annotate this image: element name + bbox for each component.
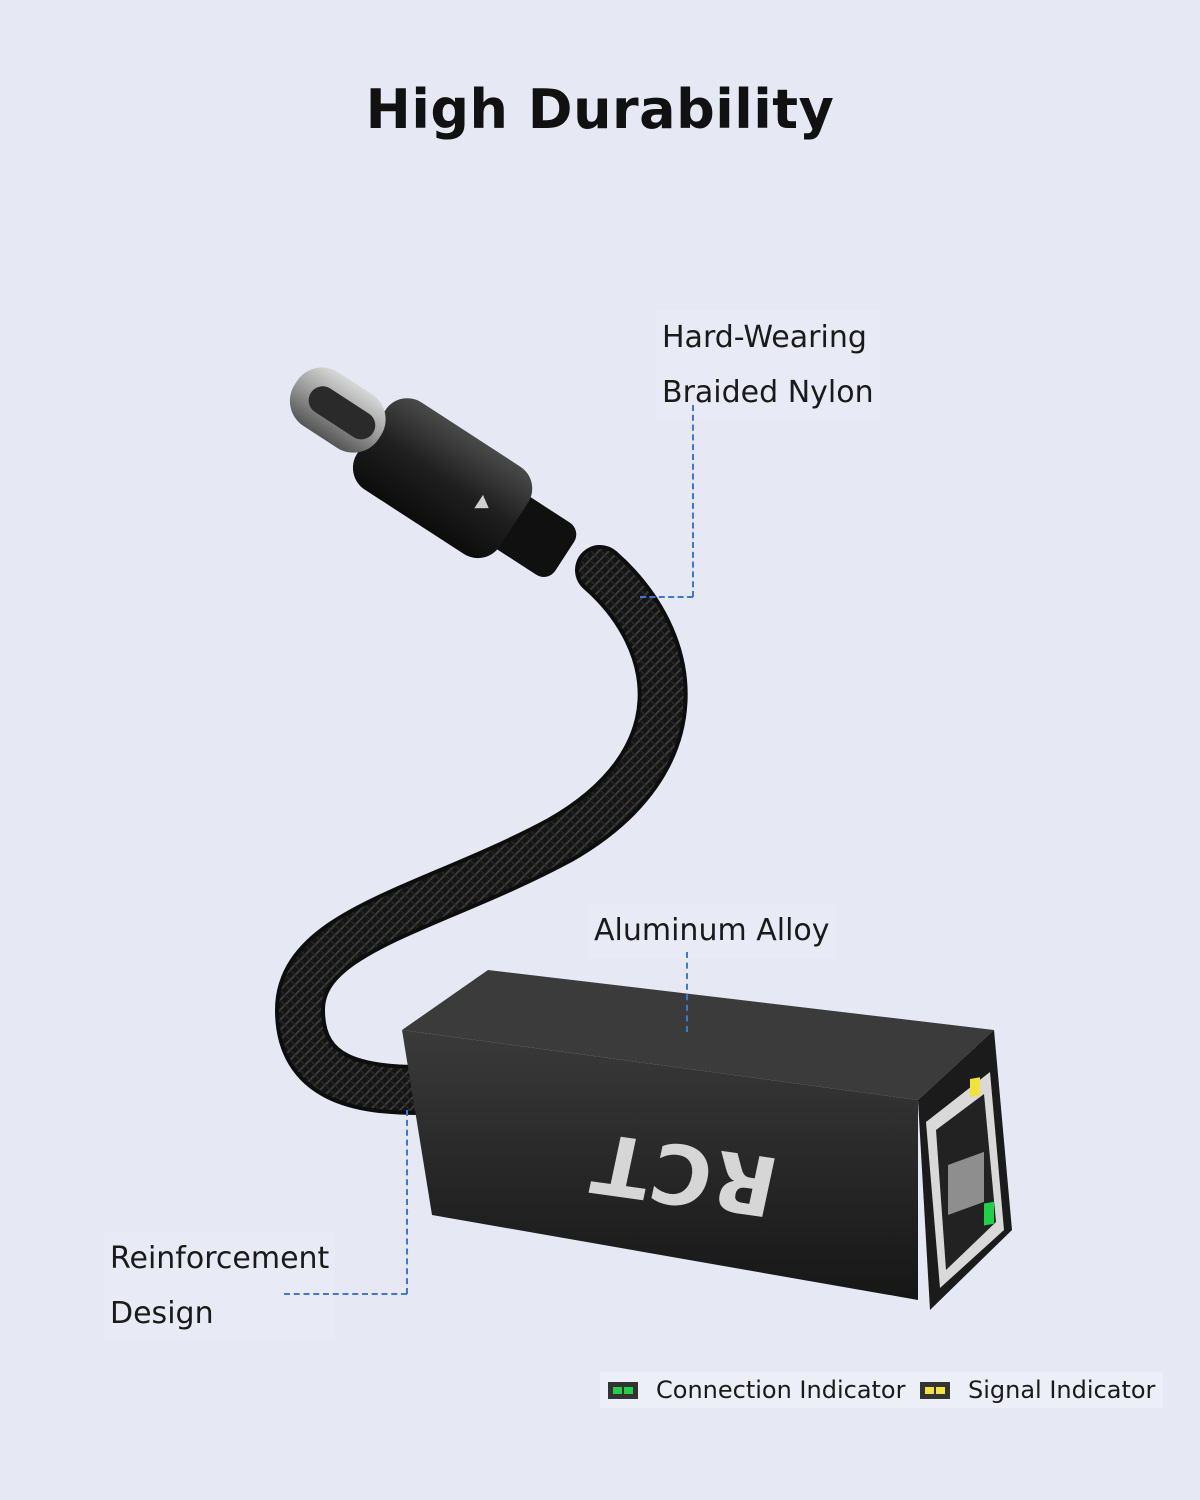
label-aluminum-alloy: Aluminum Alloy (588, 903, 836, 958)
legend-connection-indicator: Connection Indicator (600, 1372, 914, 1408)
ethernet-housing (402, 970, 1012, 1310)
callout-line-reinforcement (406, 1110, 408, 1294)
connection-led (984, 1201, 994, 1226)
callout-line-reinforcement-h (284, 1293, 407, 1295)
callout-line-nylon (692, 405, 694, 597)
arrow-icon (474, 494, 489, 509)
callout-line-alloy (686, 952, 688, 1032)
usb-c-housing (352, 398, 533, 559)
label-braided-nylon: Hard-Wearing Braided Nylon (656, 310, 880, 420)
green-led-icon (608, 1381, 638, 1399)
yellow-led-icon (920, 1381, 950, 1399)
page-title: High Durability (365, 78, 835, 141)
signal-led (970, 1077, 980, 1097)
label-reinforcement-design: Reinforcement Design (104, 1231, 336, 1341)
callout-line-nylon-h (640, 596, 693, 598)
legend-signal-indicator: Signal Indicator (912, 1372, 1164, 1408)
